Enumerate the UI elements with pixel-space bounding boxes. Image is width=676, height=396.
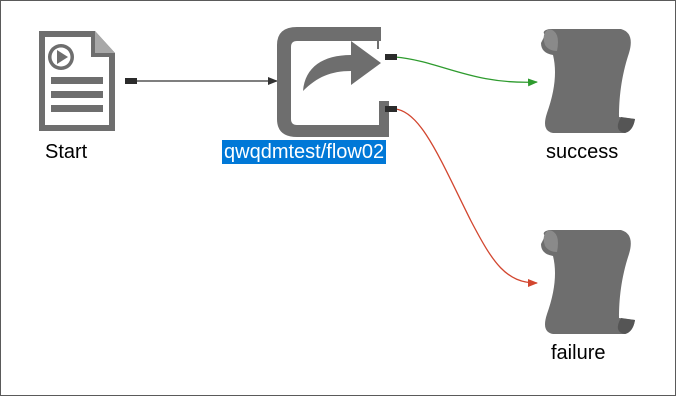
failure-node-label[interactable]: failure <box>551 342 606 364</box>
edge-flow-to-failure[interactable] <box>394 108 538 287</box>
edge-flow-to-success[interactable] <box>394 56 538 87</box>
start-node[interactable] <box>39 31 137 131</box>
success-node-label[interactable]: success <box>546 141 619 163</box>
flow-output-port-success[interactable] <box>385 54 397 60</box>
start-output-port[interactable] <box>125 78 137 84</box>
flow-node[interactable] <box>277 27 397 137</box>
flow-output-port-failure[interactable] <box>385 106 397 112</box>
failure-node[interactable] <box>541 230 635 334</box>
scroll-icon <box>541 230 635 334</box>
start-node-label[interactable]: Start <box>45 141 88 163</box>
success-node[interactable] <box>541 29 635 133</box>
flow-redirect-icon <box>277 27 389 137</box>
scroll-icon <box>541 29 635 133</box>
document-play-icon <box>39 31 115 131</box>
flow-node-label[interactable]: qwqdmtest/flow02 <box>222 140 387 164</box>
